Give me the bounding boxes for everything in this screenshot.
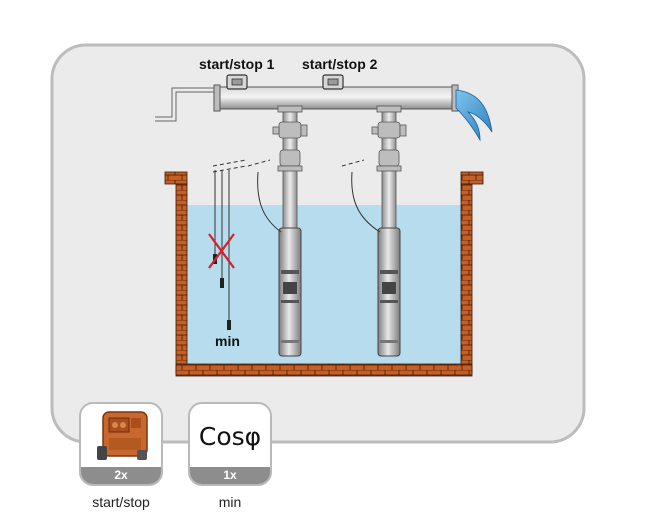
submersible-pump-2 bbox=[377, 227, 401, 357]
start-stop-switch-2 bbox=[322, 74, 344, 90]
cos-phi-icon: Cosφ bbox=[198, 422, 262, 451]
label-start-stop-1: start/stop 1 bbox=[199, 56, 275, 72]
tile-min: Cosφ 1x bbox=[188, 402, 272, 486]
tile-min-count: 1x bbox=[190, 467, 270, 484]
inlet-line bbox=[155, 87, 226, 118]
power-cables bbox=[247, 159, 381, 233]
tile-min-caption: min bbox=[218, 494, 242, 510]
float-switch-icon bbox=[97, 411, 148, 460]
submersible-pump-1 bbox=[278, 227, 302, 357]
water-outflow bbox=[455, 89, 493, 142]
cross-icon bbox=[208, 233, 235, 269]
label-min: min bbox=[215, 333, 240, 349]
label-start-stop-2: start/stop 2 bbox=[302, 56, 378, 72]
tank-walls bbox=[164, 171, 484, 377]
tile-start-stop-count: 2x bbox=[81, 467, 161, 484]
water bbox=[186, 205, 462, 364]
tile-start-stop: 2x bbox=[79, 402, 163, 486]
tile-start-stop-caption: start/stop bbox=[92, 494, 150, 510]
riser-pump-1 bbox=[272, 105, 308, 233]
start-stop-switch-1 bbox=[226, 74, 248, 90]
riser-pump-2 bbox=[371, 105, 407, 233]
float-switch-mid bbox=[220, 278, 224, 288]
level-float-cables bbox=[212, 159, 247, 322]
float-switch-min bbox=[227, 320, 231, 330]
